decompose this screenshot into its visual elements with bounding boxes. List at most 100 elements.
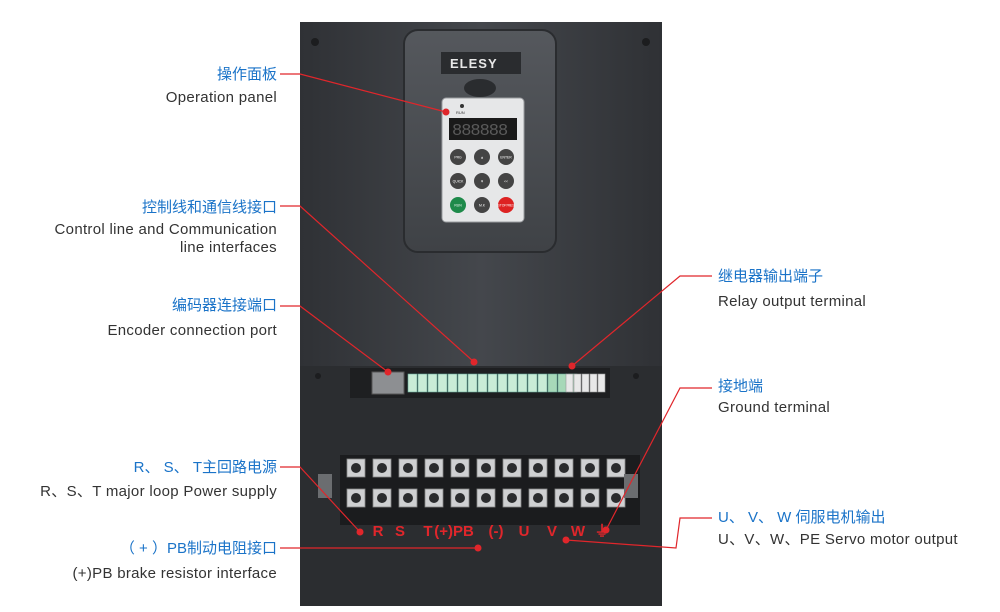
callout-rst-en: R、S、T major loop Power supply <box>40 483 277 500</box>
callout-pb-en: (+)PB brake resistor interface <box>72 565 277 582</box>
screw-head <box>403 463 413 473</box>
screw-head <box>611 493 621 503</box>
control-terminal <box>417 373 428 393</box>
terminal-label: W <box>571 523 586 540</box>
callout-ground-cn: 接地端 <box>718 378 764 395</box>
run-indicator-label: RUN <box>456 110 465 115</box>
keypad-key-label: STOP/RES <box>497 204 515 208</box>
callout-operation-panel-en: Operation panel <box>165 89 277 106</box>
keypad-key[interactable] <box>450 149 466 165</box>
screw-head <box>455 463 465 473</box>
brand-plate <box>441 52 521 74</box>
screw <box>642 38 650 46</box>
callout-operation-panel-cn: 操作面板 <box>216 66 277 83</box>
terminal-label: R <box>373 523 384 540</box>
control-terminal <box>477 373 488 393</box>
keypad-key-label: RUN <box>454 204 462 208</box>
control-terminal <box>487 373 498 393</box>
screw <box>315 373 321 379</box>
keypad-key-label: QUICK <box>453 180 464 184</box>
keypad-key[interactable] <box>498 149 514 165</box>
keypad-key[interactable] <box>474 197 490 213</box>
screw-head <box>351 463 361 473</box>
callout-ground-en: Ground terminal <box>718 399 831 416</box>
callout-relay-en: Relay output terminal <box>718 293 867 310</box>
keypad-key-label: ▲ <box>480 156 483 160</box>
control-terminal <box>467 373 478 393</box>
callout-control-line-cn: 控制线和通信线接口 <box>141 199 277 216</box>
screw-head <box>611 463 621 473</box>
control-terminal <box>437 373 448 393</box>
screw-head <box>429 463 439 473</box>
control-terminal <box>547 373 558 393</box>
relay-terminal <box>581 373 590 393</box>
terminal-label: (-) <box>489 523 504 540</box>
relay-terminal <box>573 373 582 393</box>
callout-control-line-en1: Control line and Communication <box>54 221 277 238</box>
screw-head <box>351 493 361 503</box>
led-display <box>449 118 517 140</box>
ground-screw-right <box>624 474 638 498</box>
keypad-key-label: ▼ <box>480 180 483 184</box>
keypad-key-label: M.K <box>479 204 486 208</box>
control-terminal <box>447 373 458 393</box>
terminal-label: V <box>547 523 557 540</box>
screw-head <box>429 493 439 503</box>
terminal-label: (+)PB <box>434 523 474 540</box>
screw-head <box>455 493 465 503</box>
screw-head <box>481 463 491 473</box>
control-terminal <box>407 373 418 393</box>
screw <box>633 373 639 379</box>
callout-uvw-en: U、V、W、PE Servo motor output <box>718 531 958 548</box>
screw-head <box>507 463 517 473</box>
control-terminal <box>497 373 508 393</box>
screw-head <box>559 463 569 473</box>
callout-uvw-cn: U、 V、 W 伺服电机输出 <box>718 509 886 526</box>
screw-head <box>377 463 387 473</box>
keypad-key-label: PRG <box>454 156 462 160</box>
keypad-key-label: << <box>504 180 508 184</box>
keypad-key[interactable] <box>498 173 514 189</box>
relay-terminal <box>589 373 598 393</box>
control-terminal <box>557 373 568 393</box>
keypad-key[interactable] <box>474 149 490 165</box>
keypad-key-label: ENTER <box>500 156 512 160</box>
callout-pb-cn: （ + ）PB制动电阻接口 <box>119 540 277 557</box>
control-terminal <box>507 373 518 393</box>
panel-recess <box>464 79 496 97</box>
ground-screw-left <box>318 474 332 498</box>
callout-rst-cn: R、 S、 T主回路电源 <box>133 459 277 476</box>
screw <box>311 38 319 46</box>
control-terminal <box>517 373 528 393</box>
control-terminal <box>427 373 438 393</box>
screw-head <box>481 493 491 503</box>
keypad-key[interactable] <box>498 197 514 213</box>
led-digits: 888888 <box>452 122 508 141</box>
control-terminal <box>537 373 548 393</box>
relay-terminal <box>597 373 606 393</box>
screw-head <box>585 493 595 503</box>
terminal-label: S <box>395 523 405 540</box>
screw-head <box>533 493 543 503</box>
callout-encoder-cn: 编码器连接端口 <box>171 297 277 314</box>
run-led <box>460 104 464 108</box>
screw-head <box>559 493 569 503</box>
relay-terminal <box>565 373 574 393</box>
encoder-port <box>371 371 405 395</box>
brand-logo: ELESY <box>450 56 498 71</box>
callout-encoder-en: Encoder connection port <box>107 322 277 339</box>
screw-head <box>585 463 595 473</box>
control-terminal <box>457 373 468 393</box>
callout-relay-cn: 继电器输出端子 <box>718 268 824 285</box>
control-terminal <box>527 373 538 393</box>
callout-control-line-en2: line interfaces <box>179 239 277 256</box>
keypad-key[interactable] <box>450 173 466 189</box>
terminal-label: T <box>423 523 432 540</box>
terminal-label: ⏚ <box>594 523 609 540</box>
keypad-key[interactable] <box>474 173 490 189</box>
screw-head <box>533 463 543 473</box>
screw-head <box>507 493 517 503</box>
screw-head <box>403 493 413 503</box>
terminal-label: U <box>519 523 530 540</box>
